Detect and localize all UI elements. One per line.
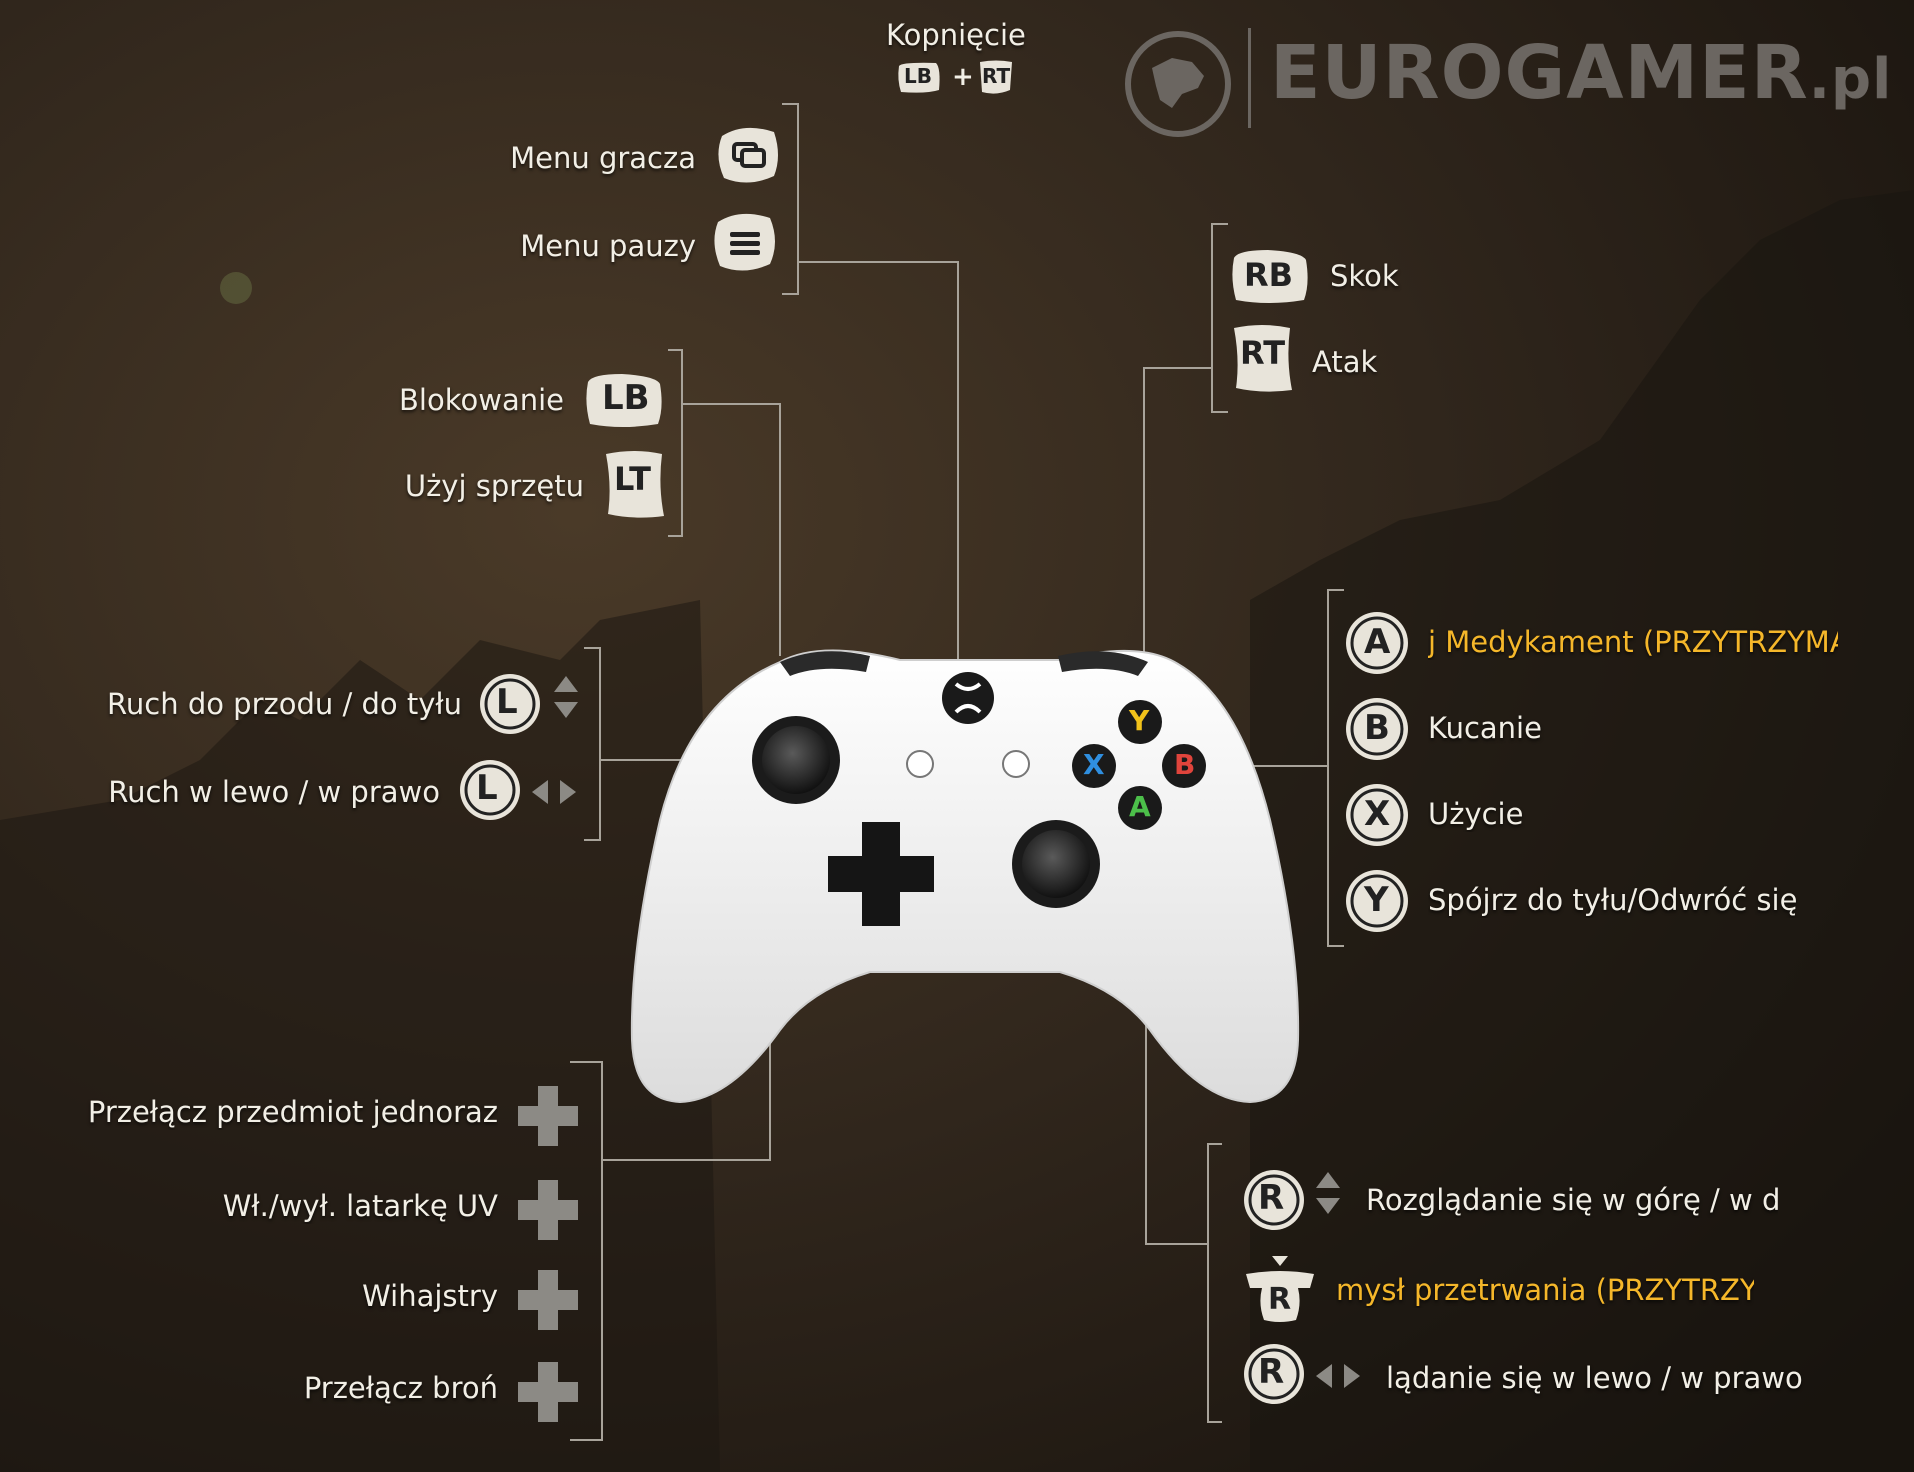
r-key-text-2: R [1268,1282,1292,1317]
arrow-leftright-icon [532,780,576,804]
logo-divider [1248,28,1251,128]
logo: EUROGAMER.pl [1270,30,1892,116]
label-use-gear: Użyj sprzętu [404,469,584,503]
lb-button: LB [582,368,666,432]
r-badge-icon [1244,1170,1304,1230]
label-dpad-1: Wł./wył. latarkę UV [222,1189,498,1223]
face-key-text: A [1364,622,1391,662]
face-key-a: A [1344,610,1410,676]
label-block: Blokowanie [399,383,564,417]
rb-button: RB [1228,244,1312,308]
arrow-updown-icon-right [1316,1172,1340,1214]
face-key-text: Y [1364,880,1389,920]
l-key-text-1: L [496,682,518,722]
rb-shape-icon [1232,250,1308,303]
eurogamer-globe-icon [1125,31,1231,137]
left-stick-icon-1: L [478,672,542,736]
kick-combo: LB + RT [896,58,1016,98]
kick-combo-a: LB [904,64,932,88]
right-stick-icon-3: R [1242,1342,1306,1406]
label-face-y: Spójrz do tyłu/Odwróć się [1428,883,1798,917]
label-dpad-0: Przełącz przedmiot jednoraz [87,1095,498,1129]
kick-combo-b: RT [982,64,1011,88]
label-jump: Skok [1330,259,1399,293]
kick-title: Kopnięcie [886,18,1026,52]
label-move-sideways: Ruch w lewo / w prawo [108,775,440,809]
label-menu-pause: Menu pauzy [520,229,696,263]
face-key-b: B [1344,696,1410,762]
face-key-text: X [1364,794,1391,834]
arrow-leftright-icon-right [1316,1364,1360,1388]
right-stick-click-icon: R [1240,1254,1320,1324]
label-move-forward: Ruch do przodu / do tyłu [107,687,462,721]
logo-brand: EUROGAMER [1270,30,1809,116]
r-click-badge-icon [1246,1256,1314,1322]
rb-key-text: RB [1244,256,1294,294]
lt-key-text: LT [614,460,651,498]
l-badge-icon [480,674,540,734]
face-key-y: Y [1344,868,1410,934]
lb-shape-icon [586,374,662,427]
left-stick-icon-2: L [458,758,522,822]
label-face-x: Użycie [1428,797,1524,831]
view-button-icon [718,127,778,183]
lt-button: LT [600,446,668,522]
l-key-text-2: L [476,768,498,808]
label-survival: mysł przetrwania (PRZYTRZY [1336,1273,1754,1307]
controller-y-letter: Y [1129,704,1150,737]
controller-b-letter: B [1174,748,1196,781]
label-look-updown: Rozglądanie się w górę / w d [1366,1183,1778,1217]
controller-a-letter: A [1129,790,1151,823]
controller-x-letter: X [1083,748,1105,781]
label-dpad-3: Przełącz broń [303,1371,498,1405]
rt-key-text: RT [1240,334,1286,372]
lb-badge-icon [898,62,940,93]
label-menu-player: Menu gracza [510,141,696,175]
face-key-text: B [1364,708,1390,748]
label-face-b: Kucanie [1428,711,1542,745]
rt-button: RT [1228,320,1296,396]
right-stick-icon-1: R [1242,1168,1306,1232]
rt-shape-icon [1234,325,1292,392]
arrow-updown-icon [554,676,578,718]
label-dpad-2: Wihajstry [362,1279,498,1313]
r-key-text-1: R [1258,1178,1285,1218]
lt-shape-icon [606,451,664,518]
label-face-a: j Medykament (PRZYTRZYMA [1428,625,1838,659]
l-badge-icon-2 [460,760,520,820]
r-key-text-3: R [1258,1352,1285,1392]
face-key-x: X [1344,782,1410,848]
logo-suffix: .pl [1808,47,1893,112]
menu-button-icon [714,213,775,271]
r-badge-icon-3 [1244,1344,1304,1404]
dpad-icon [518,1270,578,1330]
dpad-icon [518,1362,578,1422]
rt-badge-icon [980,60,1012,94]
kick-combo-plus: + [952,62,974,92]
dpad-icon [518,1180,578,1240]
label-look-side: lądanie się w lewo / w prawo [1386,1361,1803,1395]
dpad-icon [518,1086,578,1146]
lb-key-text: LB [602,378,650,418]
label-attack: Atak [1312,345,1378,379]
